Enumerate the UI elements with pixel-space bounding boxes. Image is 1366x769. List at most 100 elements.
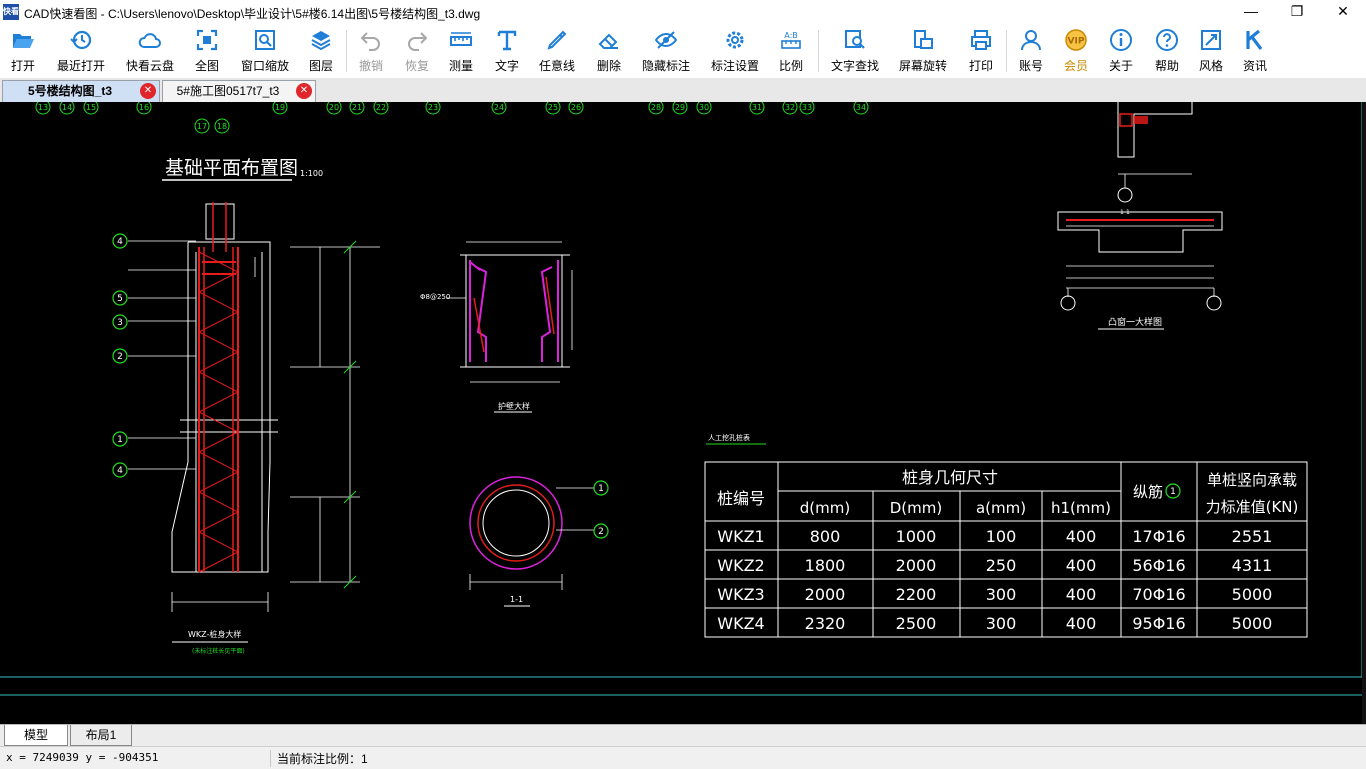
recent-open-button[interactable]: 最近打开 — [50, 26, 112, 76]
header-a: a(mm) — [976, 499, 1026, 517]
table-cell-rebar: 56Φ16 — [1132, 556, 1185, 575]
tab-construction-drawing[interactable]: 5#施工图0517t7_t3 ✕ — [162, 80, 316, 102]
close-tab-icon[interactable]: ✕ — [296, 83, 312, 99]
about-button[interactable]: 关于 — [1102, 26, 1140, 76]
printer-icon — [971, 30, 991, 50]
layers-label: 图层 — [308, 59, 333, 73]
restore-button[interactable]: ❐ — [1290, 3, 1304, 19]
header-capacity-2: 力标准值(KN) — [1206, 498, 1299, 516]
cursor-coordinates: x = 7249039 y = -904351 — [6, 751, 159, 764]
tab-model[interactable]: 模型 — [4, 725, 68, 746]
cloud-icon — [138, 33, 161, 48]
pile-elevation-detail: 4 5 3 2 1 4 — [112, 202, 380, 655]
callout-4-bottom: 4 — [117, 466, 123, 476]
undo-button[interactable]: 撤销 — [352, 26, 390, 76]
measure-button[interactable]: 测量 — [442, 26, 480, 76]
axis-bubble — [425, 102, 441, 115]
delete-button[interactable]: 删除 — [590, 26, 628, 76]
toolbar-separator — [1006, 30, 1007, 72]
close-button[interactable]: ✕ — [1337, 3, 1349, 19]
axis-label: 20 — [329, 103, 339, 112]
vertical-scrollbar[interactable] — [1362, 102, 1366, 724]
section-title: 1-1 — [510, 595, 523, 604]
table-cell-a: 300 — [986, 585, 1017, 604]
axis-label: 31 — [752, 103, 762, 112]
table-cell-h1: 400 — [1066, 614, 1097, 633]
fit-view-button[interactable]: 全图 — [188, 26, 226, 76]
about-label: 关于 — [1108, 59, 1133, 73]
account-button[interactable]: 账号 — [1012, 26, 1050, 76]
vip-button[interactable]: VIP 会员 — [1056, 26, 1096, 76]
axis-bubble — [648, 102, 664, 115]
eye-off-icon — [654, 31, 678, 49]
table-cell-d: 1800 — [805, 556, 846, 575]
news-button[interactable]: 资讯 — [1236, 26, 1274, 76]
minimize-button[interactable]: — — [1244, 3, 1258, 19]
info-icon — [1110, 29, 1132, 51]
tab-structure-drawing[interactable]: 5号楼结构图_t3 ✕ — [2, 80, 160, 102]
print-button[interactable]: 打印 — [962, 26, 1000, 76]
tab-label: 5#施工图0517t7_t3 — [176, 84, 280, 98]
redo-label: 恢复 — [404, 59, 429, 73]
fit-view-label: 全图 — [194, 59, 219, 73]
rotate-screen-label: 屏幕旋转 — [898, 59, 947, 73]
toolbar-separator — [818, 30, 819, 72]
table-cell-capacity: 5000 — [1232, 585, 1273, 604]
hide-annotation-button[interactable]: 隐藏标注 — [636, 26, 696, 76]
axis-label: 19 — [275, 103, 285, 112]
find-text-button[interactable]: 文字查找 — [824, 26, 886, 76]
callout-4-top: 4 — [117, 237, 123, 247]
callout-2: 2 — [117, 352, 123, 362]
axis-bubble — [272, 102, 288, 115]
axis-bubble — [568, 102, 584, 115]
axis-bubble — [214, 118, 230, 134]
table-cell-h1: 400 — [1066, 527, 1097, 546]
tab-layout1[interactable]: 布局1 — [70, 725, 132, 746]
axis-bubble — [136, 102, 152, 115]
freeline-button[interactable]: 任意线 — [532, 26, 582, 76]
annotation-settings-button[interactable]: 标注设置 — [704, 26, 766, 76]
axis-bubble — [782, 102, 798, 115]
axis-bubble — [59, 102, 75, 115]
layers-button[interactable]: 图层 — [302, 26, 340, 76]
cloud-drive-button[interactable]: 快看云盘 — [120, 26, 180, 76]
annotation-settings-label: 标注设置 — [710, 59, 759, 73]
open-button[interactable]: 打开 — [2, 26, 44, 76]
header-capacity-1: 单桩竖向承载 — [1207, 471, 1297, 489]
rotate-screen-button[interactable]: 屏幕旋转 — [894, 26, 952, 76]
guard-wall-detail: Φ8@250 护壁大样 — [420, 241, 573, 413]
table-cell-id: WKZ1 — [717, 527, 764, 546]
axis-bubble — [545, 102, 561, 115]
cloud-drive-label: 快看云盘 — [125, 59, 174, 73]
layout-tabs: 模型 布局1 — [0, 724, 1366, 747]
app-logo-icon: 快看 — [3, 4, 19, 20]
zoom-window-label: 窗口缩放 — [240, 59, 289, 73]
scale-button[interactable]: A:B 比例 — [772, 26, 810, 76]
table-cell-h1: 400 — [1066, 585, 1097, 604]
pile-section-detail: 1-1 1 2 — [469, 476, 609, 607]
redo-button[interactable]: 恢复 — [398, 26, 436, 76]
axis-label: 34 — [856, 103, 866, 112]
toolbar-separator — [346, 30, 347, 72]
table-cell-capacity: 5000 — [1232, 614, 1273, 633]
axis-bubble — [672, 102, 688, 115]
axis-label: 28 — [651, 103, 661, 112]
close-tab-icon[interactable]: ✕ — [140, 83, 156, 99]
text-label: 文字 — [494, 59, 519, 73]
guard-wall-title: 护壁大样 — [498, 401, 530, 411]
text-icon — [497, 30, 517, 51]
zoom-window-button[interactable]: 窗口缩放 — [234, 26, 296, 76]
news-label: 资讯 — [1242, 59, 1267, 73]
undo-label: 撤销 — [358, 59, 383, 73]
zoom-window-icon — [255, 30, 275, 50]
fit-view-icon — [196, 29, 218, 51]
help-button[interactable]: 帮助 — [1148, 26, 1186, 76]
axis-bubble — [194, 118, 210, 134]
svg-text:A:B: A:B — [784, 31, 798, 40]
text-button[interactable]: 文字 — [488, 26, 526, 76]
table-cell-id: WKZ2 — [717, 556, 764, 575]
find-text-icon — [845, 30, 865, 49]
table-cell-id: WKZ4 — [717, 614, 764, 633]
style-button[interactable]: 风格 — [1192, 26, 1230, 76]
